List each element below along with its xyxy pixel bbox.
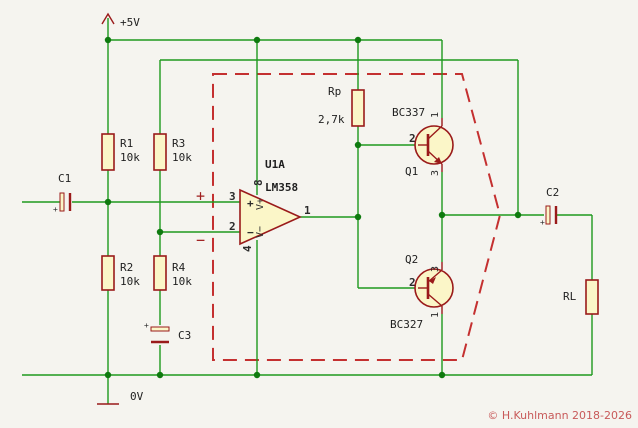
ground-label: 0V xyxy=(130,390,144,403)
opamp-inv-sign: − xyxy=(247,226,254,239)
ground-symbol: 0V xyxy=(97,390,144,405)
c1-ref: C1 xyxy=(58,172,71,185)
output-stage-outline xyxy=(212,73,502,361)
r3-ref: R3 xyxy=(172,137,185,150)
opamp-vneg-label: V− xyxy=(255,226,266,238)
copyright-text: © H.Kuhlmann 2018-2026 xyxy=(487,409,632,422)
r4-value: 10k xyxy=(172,275,192,288)
r3-value: 10k xyxy=(172,151,192,164)
r1-value: 10k xyxy=(120,151,140,164)
c2-ref: C2 xyxy=(546,186,559,199)
opamp-vpos-label: V+ xyxy=(255,198,266,210)
opamp-pin-4: 4 xyxy=(241,245,254,252)
c3-ref: C3 xyxy=(178,329,191,342)
rl-ref: RL xyxy=(563,290,577,303)
svg-text:+: + xyxy=(144,321,149,330)
resistor-rl: RL xyxy=(563,279,599,315)
capacitor-c1: + C1 xyxy=(53,172,71,214)
opamp-noninv-sign: + xyxy=(247,197,254,210)
capacitor-c3: + C3 xyxy=(144,321,191,344)
r1-ref: R1 xyxy=(120,137,133,150)
q2-ref: Q2 xyxy=(405,253,418,266)
q1-pin-b: 2 xyxy=(409,132,416,145)
svg-text:+: + xyxy=(53,205,58,214)
junctions xyxy=(104,36,522,379)
rp-value: 2,7k xyxy=(318,113,345,126)
resistor-r4: R4 10k xyxy=(153,255,192,291)
resistor-r2: R2 10k xyxy=(101,255,140,291)
supply-label: +5V xyxy=(120,16,140,29)
r2-value: 10k xyxy=(120,275,140,288)
opamp-ref: U1A xyxy=(265,158,285,171)
supply-symbol: +5V xyxy=(101,12,140,29)
opamp-pin-2: 2 xyxy=(229,220,236,233)
transistor-q2: 2 3 1 Q2 BC327 xyxy=(390,253,454,331)
q1-value: BC337 xyxy=(392,106,425,119)
r4-ref: R4 xyxy=(172,261,186,274)
opamp-u1a: + − V+ V− 3 2 1 8 4 U1A LM358 + − xyxy=(196,158,311,252)
q2-value: BC327 xyxy=(390,318,423,331)
q2-pin-e: 3 xyxy=(430,266,441,272)
rp-ref: Rp xyxy=(328,85,341,98)
resistor-rp: Rp 2,7k xyxy=(318,85,365,127)
input-minus-mark: − xyxy=(196,231,205,249)
q1-ref: Q1 xyxy=(405,165,418,178)
opamp-pin-1: 1 xyxy=(304,204,311,217)
capacitor-c2: + C2 xyxy=(540,186,559,227)
opamp-value: LM358 xyxy=(265,181,298,194)
opamp-pin-8: 8 xyxy=(252,179,265,186)
q2-pin-c: 1 xyxy=(430,312,441,318)
transistor-q1: 2 1 3 BC337 Q1 xyxy=(392,106,454,178)
resistor-r3: R3 10k xyxy=(153,133,192,171)
opamp-pin-3: 3 xyxy=(229,190,236,203)
q1-pin-c: 1 xyxy=(430,112,441,118)
svg-text:+: + xyxy=(540,218,545,227)
q2-pin-b: 2 xyxy=(409,276,416,289)
r2-ref: R2 xyxy=(120,261,133,274)
resistor-r1: R1 10k xyxy=(101,133,140,171)
q1-pin-e: 3 xyxy=(430,170,441,176)
input-plus-mark: + xyxy=(196,187,205,205)
